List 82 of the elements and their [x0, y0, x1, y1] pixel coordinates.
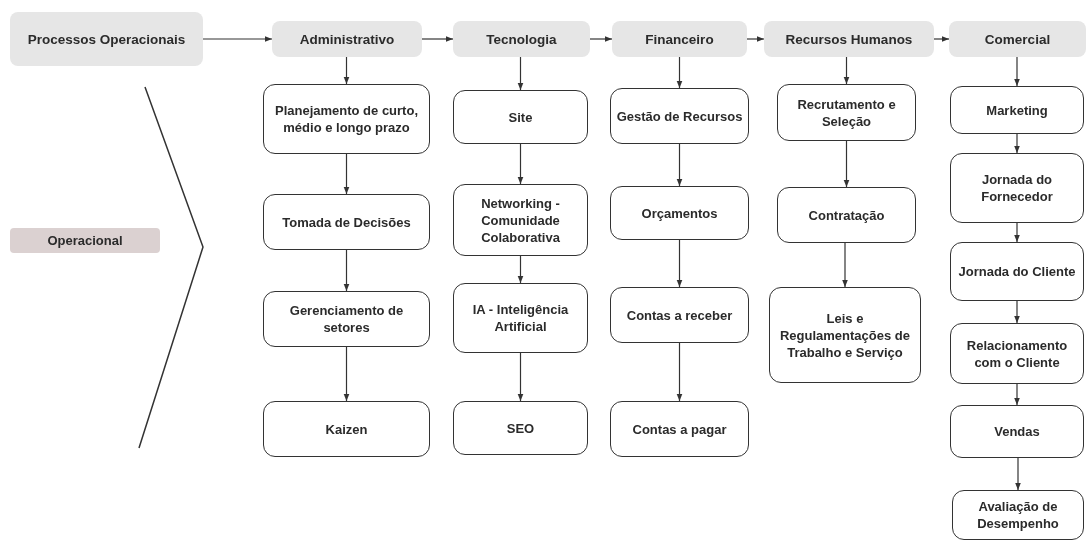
- arrow: [933, 36, 950, 42]
- process-box: [769, 287, 921, 383]
- arrow: [343, 249, 350, 292]
- arrow: [343, 153, 350, 195]
- category-box: [453, 21, 590, 57]
- node-label: Tomada de Decisões: [282, 213, 411, 231]
- node-label: Orçamentos: [641, 204, 718, 222]
- category-tag: [10, 228, 160, 253]
- node-label: Jornada do Cliente: [958, 263, 1076, 280]
- node-label: Networking - Comunidade Colaborativa: [480, 194, 561, 246]
- arrow: [676, 143, 683, 187]
- arrow: [1014, 56, 1020, 87]
- arrow: [1014, 300, 1020, 324]
- arrow: [1014, 383, 1020, 406]
- node-label: Avaliação de Desempenho: [976, 498, 1060, 532]
- node-label: Recursos Humanos: [785, 30, 913, 48]
- node-label: Relacionamento com o Cliente: [965, 336, 1069, 371]
- arrow: [589, 36, 613, 42]
- arrow: [343, 56, 350, 85]
- node-label: Tecnologia: [486, 30, 557, 48]
- node-label: Marketing: [986, 101, 1048, 119]
- node-label: Administrativo: [299, 30, 395, 48]
- node-label: Gerenciamento de setores: [288, 302, 405, 336]
- process-box: [610, 401, 749, 457]
- node-label: Comercial: [984, 30, 1051, 48]
- arrow: [843, 140, 850, 188]
- node-label: Operacional: [47, 232, 123, 249]
- node-label: Financeiro: [645, 30, 714, 48]
- arrow: [517, 143, 524, 185]
- process-box: [950, 323, 1084, 384]
- process-box: [610, 287, 749, 343]
- process-box: [777, 84, 916, 141]
- category-box: [764, 21, 934, 57]
- process-box: [950, 405, 1084, 458]
- category-box: [10, 12, 203, 66]
- arrow: [202, 36, 273, 42]
- arrow: [1014, 133, 1020, 154]
- node-label: Kaizen: [325, 420, 368, 438]
- node-label: IA - Inteligência Artificial: [471, 301, 570, 335]
- process-box: [453, 401, 588, 455]
- process-box: [610, 88, 749, 144]
- node-label: Jornada do Fornecedor: [980, 171, 1054, 205]
- arrow: [421, 36, 454, 42]
- process-box: [263, 194, 430, 250]
- process-box: [453, 283, 588, 353]
- process-box: [263, 84, 430, 154]
- arrow: [676, 239, 683, 288]
- arrow: [343, 346, 350, 402]
- category-box: [272, 21, 422, 57]
- category-box: [612, 21, 747, 57]
- arrow: [842, 242, 848, 288]
- node-label: Contas a pagar: [632, 420, 727, 438]
- process-box: [952, 490, 1084, 540]
- category-box: [949, 21, 1086, 57]
- process-box: [950, 153, 1084, 223]
- node-label: Gestão de Recursos: [616, 107, 743, 125]
- process-box: [453, 184, 588, 256]
- node-label: Leis e Regulamentações de Trabalho e Serviço: [778, 309, 911, 361]
- arrow: [676, 342, 683, 402]
- node-label: Site: [508, 108, 533, 126]
- arrow: [676, 56, 683, 89]
- arrow: [517, 255, 524, 284]
- process-box: [777, 187, 916, 243]
- process-box: [610, 186, 749, 240]
- arrow: [517, 56, 524, 91]
- node-label: Contas a receber: [626, 306, 733, 324]
- node-label: Vendas: [994, 423, 1040, 440]
- node-label: Planejamento de curto, médio e longo prazo: [273, 102, 419, 136]
- arrow: [517, 352, 524, 402]
- process-box: [263, 291, 430, 347]
- process-box: [950, 86, 1084, 134]
- arrow: [1015, 457, 1021, 491]
- node-label: Recrutamento e Seleção: [796, 95, 897, 130]
- arrow: [843, 56, 850, 85]
- arrow: [1014, 222, 1020, 243]
- process-box: [950, 242, 1084, 301]
- node-label: Contratação: [808, 206, 885, 224]
- node-label: Processos Operacionais: [27, 30, 186, 48]
- process-box: [453, 90, 588, 144]
- arrow: [746, 36, 765, 42]
- node-label: SEO: [506, 419, 535, 437]
- process-box: [263, 401, 430, 457]
